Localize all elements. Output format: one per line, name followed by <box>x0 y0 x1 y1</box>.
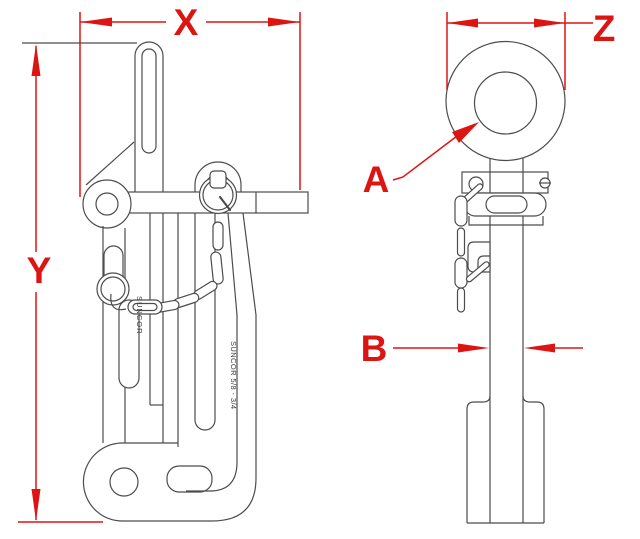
arrow-right-icon <box>534 18 565 28</box>
arrow-left-icon <box>80 17 112 27</box>
arrowhead-icon <box>452 122 479 143</box>
arrow-right-icon <box>458 343 489 353</box>
arrow-left-icon <box>524 343 555 353</box>
toggle-pin <box>218 195 232 212</box>
bottom-plate-arc <box>82 442 125 522</box>
dimension-x: X <box>79 2 301 197</box>
sliding-sleeve <box>463 192 547 226</box>
jaw-slot <box>194 213 216 431</box>
label-z: Z <box>593 8 616 49</box>
toggle-pin-head <box>209 170 227 189</box>
handle-slot <box>118 299 140 389</box>
side-view <box>445 40 566 524</box>
body-marking: SUNCOR 5/8 - 3/4 <box>229 341 238 410</box>
label-b: B <box>361 328 388 369</box>
front-view-pelican-hook: SUNCOR SUNCOR 5/8 - 3/4 <box>82 41 309 522</box>
arrow-right-icon <box>268 17 300 27</box>
lanyard-clevis <box>96 245 130 311</box>
dimension-z: Z <box>446 8 616 90</box>
hook-body <box>82 212 257 522</box>
toggle-ring-assembly <box>198 170 238 215</box>
pivot-boss <box>82 179 132 229</box>
label-x: X <box>174 2 199 43</box>
gusset-edge <box>85 141 135 186</box>
handle-bail <box>85 41 164 193</box>
anchor-hole <box>109 467 139 497</box>
arrow-down-icon <box>31 489 41 521</box>
callout-a: A <box>363 122 479 200</box>
arrow-up-icon <box>31 44 41 76</box>
side-chain <box>454 195 468 313</box>
handle-marking: SUNCOR <box>135 296 144 335</box>
lower-pin-side <box>465 261 490 283</box>
safety-chain <box>127 221 224 315</box>
label-a: A <box>363 159 390 200</box>
callout-b: B <box>361 328 583 369</box>
lower-bracket <box>465 241 491 283</box>
arrow-left-icon <box>447 18 478 28</box>
bottom-flanges <box>466 395 545 524</box>
dimension-y: Y <box>18 42 137 523</box>
eye-ring <box>445 40 566 162</box>
label-y: Y <box>27 250 52 291</box>
